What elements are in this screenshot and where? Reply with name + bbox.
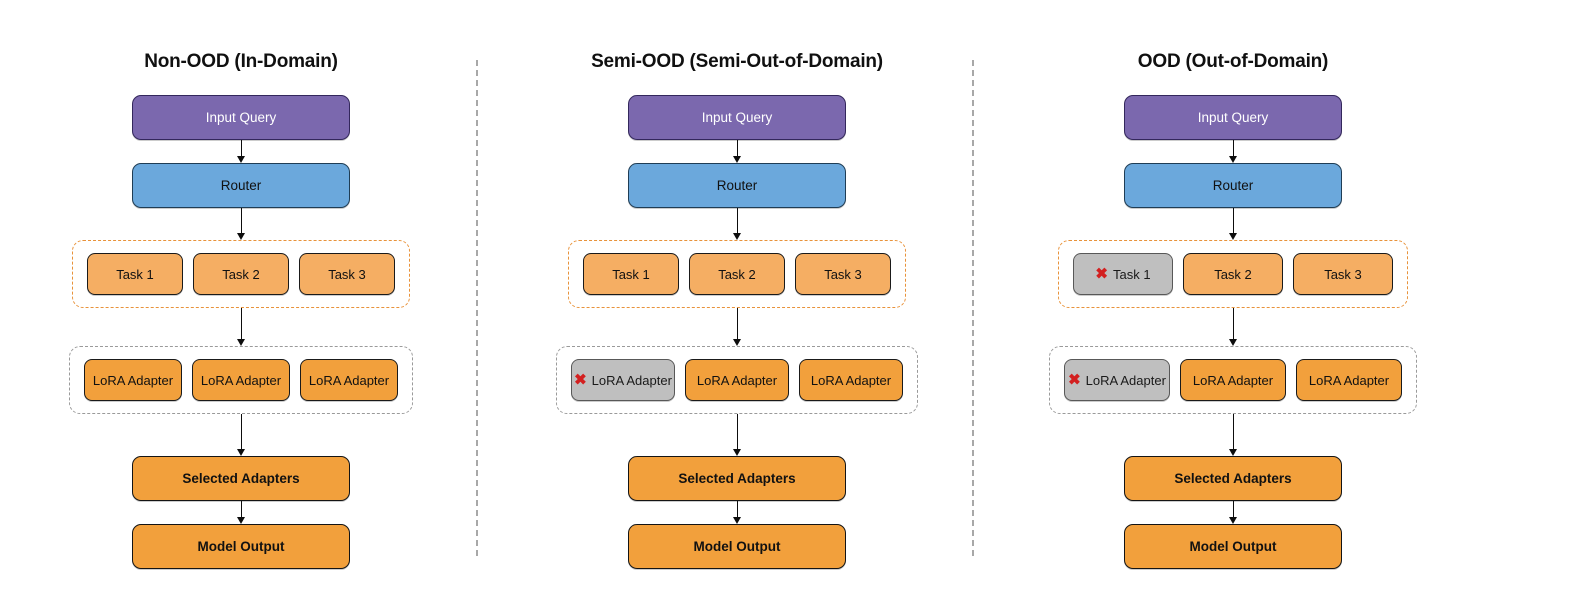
input-query-node[interactable]: Input Query [1124, 95, 1342, 140]
task-chip-label: Task 1 [1113, 266, 1151, 282]
arrow-down-icon [235, 208, 247, 240]
arrow-down-icon [1227, 501, 1239, 524]
task-chip[interactable]: Task 2 [193, 253, 289, 295]
panel-separator [972, 60, 974, 556]
adapter-chip-label: LoRA Adapter [200, 372, 282, 388]
panel-title: OOD (Out-of-Domain) [1137, 51, 1329, 72]
arrow-down-icon [731, 208, 743, 240]
router-node[interactable]: Router [628, 163, 846, 208]
selected-adapters-label: Selected Adapters [182, 471, 300, 486]
disabled-cross-icon: ✖ [1068, 371, 1081, 388]
adapter-chip-label: LoRA Adapter [696, 372, 778, 388]
arrow-down-icon [235, 501, 247, 524]
arrow-down-icon [731, 308, 743, 346]
adapter-chip[interactable]: LoRA Adapter [1180, 359, 1286, 401]
task-chip[interactable]: Task 1 [87, 253, 183, 295]
panel-separator [476, 60, 478, 556]
arrow-down-icon [235, 140, 247, 163]
adapter-chip-label: LoRA Adapter [591, 372, 672, 388]
router-label: Router [220, 178, 262, 193]
task-chip-label: Task 3 [824, 266, 862, 282]
task-group: Task 1 Task 2 Task 3 [568, 240, 906, 308]
arrow-down-icon [1227, 208, 1239, 240]
task-chip-label: Task 2 [718, 266, 756, 282]
flow-column: Input Query Router Task 1 Task 2 Task 3 [6, 95, 476, 569]
input-query-node[interactable]: Input Query [628, 95, 846, 140]
router-node[interactable]: Router [132, 163, 350, 208]
model-output-label: Model Output [1189, 539, 1277, 554]
arrow-down-icon [731, 414, 743, 456]
model-output-label: Model Output [197, 539, 285, 554]
task-group: ✖ Task 1 Task 2 Task 3 [1058, 240, 1408, 308]
adapter-chip-label: LoRA Adapter [92, 372, 174, 388]
input-query-node[interactable]: Input Query [132, 95, 350, 140]
adapter-chip[interactable]: LoRA Adapter [1296, 359, 1402, 401]
adapter-chip-label: LoRA Adapter [1085, 372, 1166, 388]
adapter-group: LoRA Adapter LoRA Adapter LoRA Adapter [69, 346, 413, 414]
adapter-group: ✖ LoRA Adapter LoRA Adapter LoRA Adapter [1049, 346, 1417, 414]
adapter-chip-label: LoRA Adapter [308, 372, 390, 388]
panel-title: Semi-OOD (Semi-Out-of-Domain) [591, 51, 883, 72]
adapter-group: ✖ LoRA Adapter LoRA Adapter LoRA Adapter [556, 346, 918, 414]
input-query-label: Input Query [701, 110, 773, 125]
task-chip[interactable]: Task 1 [583, 253, 679, 295]
arrow-down-icon [1227, 308, 1239, 346]
task-chip[interactable]: Task 3 [299, 253, 395, 295]
model-output-node[interactable]: Model Output [132, 524, 350, 569]
task-chip-disabled[interactable]: ✖ Task 1 [1073, 253, 1173, 295]
adapter-chip[interactable]: LoRA Adapter [192, 359, 290, 401]
selected-adapters-node[interactable]: Selected Adapters [1124, 456, 1342, 501]
model-output-node[interactable]: Model Output [1124, 524, 1342, 569]
selected-adapters-label: Selected Adapters [678, 471, 796, 486]
router-node[interactable]: Router [1124, 163, 1342, 208]
adapter-chip-disabled[interactable]: ✖ LoRA Adapter [1064, 359, 1170, 401]
panel-title: Non-OOD (In-Domain) [144, 51, 338, 72]
selected-adapters-node[interactable]: Selected Adapters [628, 456, 846, 501]
arrow-down-icon [235, 414, 247, 456]
model-output-label: Model Output [693, 539, 781, 554]
task-group: Task 1 Task 2 Task 3 [72, 240, 410, 308]
task-chip[interactable]: Task 3 [795, 253, 891, 295]
arrow-down-icon [235, 308, 247, 346]
task-chip[interactable]: Task 2 [1183, 253, 1283, 295]
flow-column: Input Query Router Task 1 Task 2 Task 3 [502, 95, 972, 569]
flow-column: Input Query Router ✖ Task 1 Task 2 [998, 95, 1468, 569]
arrow-down-icon [731, 140, 743, 163]
model-output-node[interactable]: Model Output [628, 524, 846, 569]
task-chip-label: Task 2 [222, 266, 260, 282]
task-chip-label: Task 3 [328, 266, 366, 282]
arrow-down-icon [731, 501, 743, 524]
adapter-chip[interactable]: LoRA Adapter [84, 359, 182, 401]
selected-adapters-node[interactable]: Selected Adapters [132, 456, 350, 501]
panel-ood: OOD (Out-of-Domain) Input Query Router ✖… [998, 0, 1468, 616]
task-chip-label: Task 1 [116, 266, 154, 282]
input-query-label: Input Query [205, 110, 277, 125]
adapter-chip-label: LoRA Adapter [1308, 372, 1390, 388]
disabled-cross-icon: ✖ [1095, 265, 1108, 282]
adapter-chip-label: LoRA Adapter [1192, 372, 1274, 388]
router-label: Router [1212, 178, 1254, 193]
adapter-chip-label: LoRA Adapter [810, 372, 892, 388]
task-chip-label: Task 1 [612, 266, 650, 282]
adapter-chip-disabled[interactable]: ✖ LoRA Adapter [571, 359, 675, 401]
input-query-label: Input Query [1197, 110, 1269, 125]
selected-adapters-label: Selected Adapters [1174, 471, 1292, 486]
task-chip-label: Task 3 [1324, 266, 1362, 282]
arrow-down-icon [1227, 140, 1239, 163]
disabled-cross-icon: ✖ [574, 371, 587, 388]
adapter-chip[interactable]: LoRA Adapter [300, 359, 398, 401]
task-chip[interactable]: Task 3 [1293, 253, 1393, 295]
adapter-chip[interactable]: LoRA Adapter [799, 359, 903, 401]
adapter-chip[interactable]: LoRA Adapter [685, 359, 789, 401]
router-label: Router [716, 178, 758, 193]
task-chip[interactable]: Task 2 [689, 253, 785, 295]
task-chip-label: Task 2 [1214, 266, 1252, 282]
panel-semi-ood: Semi-OOD (Semi-Out-of-Domain) Input Quer… [502, 0, 972, 616]
arrow-down-icon [1227, 414, 1239, 456]
panel-non-ood: Non-OOD (In-Domain) Input Query Router T… [6, 0, 476, 616]
